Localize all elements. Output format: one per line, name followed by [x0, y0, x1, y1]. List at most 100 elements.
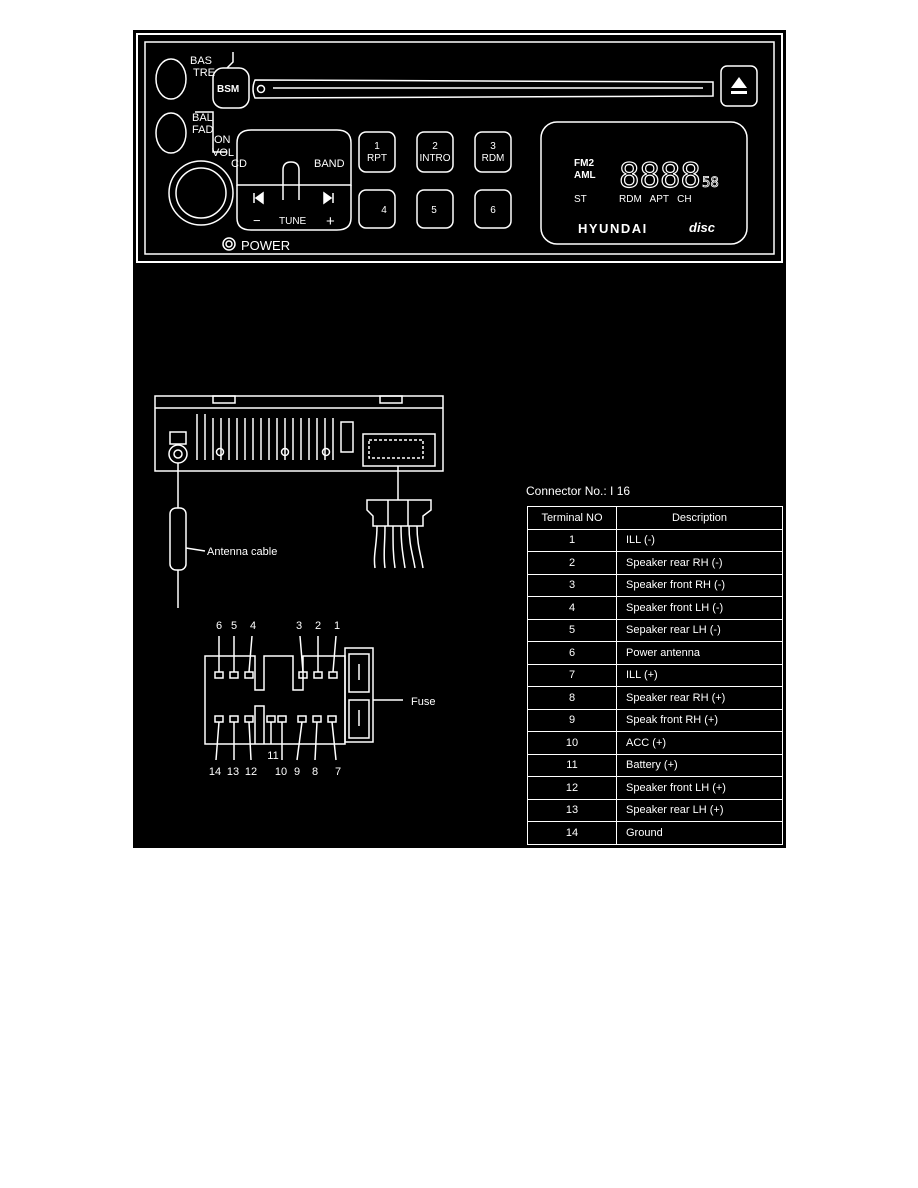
cd-slot — [252, 79, 714, 99]
pin-4 — [244, 671, 254, 679]
terminal-desc: Speak front RH (+) — [616, 708, 783, 732]
pin-label-4: 4 — [250, 620, 256, 632]
cd-band-button[interactable] — [236, 129, 352, 186]
radio-rear-view — [154, 395, 444, 472]
display-small-digits: 58 — [702, 175, 719, 191]
preset-1-label: RPT — [367, 153, 387, 164]
connector-diagram: Fuse 6 5 4 3 2 1 11 14 13 12 10 9 8 7 — [204, 620, 435, 778]
display-digits: 8888 — [619, 156, 701, 196]
table-header-row: Terminal NO Description — [527, 506, 783, 530]
preset-3-num: 3 — [490, 141, 496, 152]
preset-5-num: 5 — [431, 205, 437, 216]
preset-button-3[interactable] — [474, 131, 512, 173]
rear-tab-left — [212, 395, 236, 404]
preset-button-6[interactable] — [474, 189, 512, 229]
bal-fad-knob[interactable] — [155, 112, 187, 154]
terminal-no: 8 — [527, 686, 617, 710]
pin-10 — [277, 715, 287, 723]
fuse-label: Fuse — [411, 696, 435, 708]
preset-button-5[interactable] — [416, 189, 454, 229]
fuse-slot-top — [348, 653, 370, 693]
fuse-holder — [344, 647, 374, 743]
rear-connector-pins — [368, 439, 424, 459]
bal-label: BAL — [192, 112, 213, 124]
antenna-socket-top — [169, 431, 187, 445]
tre-label: TRE — [193, 67, 215, 79]
preset-button-4[interactable] — [358, 189, 396, 229]
fuse-slot-bottom — [348, 699, 370, 739]
pin-1 — [328, 671, 338, 679]
terminal-no: 11 — [527, 753, 617, 777]
rear-small-block — [340, 421, 354, 453]
bsm-button[interactable] — [212, 67, 250, 109]
rear-connector-socket — [362, 433, 436, 467]
preset-button-2[interactable] — [416, 131, 454, 173]
preset-1-num: 1 — [374, 141, 380, 152]
top-pin-leaders — [218, 635, 337, 673]
tune-label: TUNE — [279, 216, 307, 227]
bas-tre-knob[interactable] — [155, 58, 187, 100]
pin-label-14: 14 — [209, 766, 221, 778]
rear-housing — [154, 395, 444, 472]
connector-body — [204, 655, 346, 745]
display-brand: HYUNDAI — [578, 221, 648, 236]
display-disc-logo: disc — [689, 220, 716, 235]
seek-forward-icon[interactable] — [323, 191, 334, 205]
terminal-no: 6 — [527, 641, 617, 665]
antenna-label: Antenna cable — [207, 546, 277, 558]
bsm-bracket — [226, 52, 234, 69]
harness-plug — [366, 466, 432, 569]
power-indicator — [222, 237, 236, 251]
volume-knob[interactable] — [175, 167, 227, 219]
terminal-desc: Sepaker rear LH (-) — [616, 618, 783, 642]
pin-5 — [229, 671, 239, 679]
bas-label: BAS — [190, 55, 212, 67]
heatsink-fins — [196, 414, 334, 460]
seek-back-icon[interactable] — [253, 191, 264, 205]
preset-6-num: 6 — [490, 205, 496, 216]
terminal-desc: Speaker front LH (-) — [616, 596, 783, 620]
pin-label-9: 9 — [294, 766, 300, 778]
terminal-no: 3 — [527, 573, 617, 597]
terminal-no: 5 — [527, 618, 617, 642]
pin-9 — [297, 715, 307, 723]
pin-label-5: 5 — [231, 620, 237, 632]
connector-key — [254, 705, 265, 744]
terminal-desc: Speaker rear RH (+) — [616, 686, 783, 710]
terminal-desc: Speaker front LH (+) — [616, 776, 783, 800]
terminal-desc: ILL (-) — [616, 528, 783, 552]
header-terminal-no: Terminal NO — [527, 506, 617, 530]
pin-7 — [327, 715, 337, 723]
band-label: BAND — [314, 158, 345, 170]
eject-button[interactable] — [720, 65, 758, 107]
header-description: Description — [616, 506, 783, 530]
bsm-label: BSM — [217, 84, 239, 95]
pin-label-1: 1 — [334, 620, 340, 632]
terminal-desc: ILL (+) — [616, 663, 783, 687]
terminal-desc: Speaker rear LH (+) — [616, 798, 783, 822]
antenna-socket-inner — [173, 449, 183, 459]
vol-label: VOL — [212, 147, 234, 159]
preset-2-label: INTRO — [419, 153, 450, 164]
pin-6 — [214, 671, 224, 679]
pin-label-8: 8 — [312, 766, 318, 778]
connector-title: Connector No.: I 16 — [526, 484, 631, 498]
antenna-leader — [185, 547, 206, 552]
terminal-desc: Ground — [616, 821, 783, 845]
preset-button-1[interactable] — [358, 131, 396, 173]
antenna-plug — [169, 507, 187, 571]
antenna-cable: Antenna cable — [169, 463, 277, 608]
pin-13 — [229, 715, 239, 723]
pin-12 — [244, 715, 254, 723]
tune-button[interactable] — [236, 185, 352, 231]
cd-label: CD — [231, 158, 247, 170]
